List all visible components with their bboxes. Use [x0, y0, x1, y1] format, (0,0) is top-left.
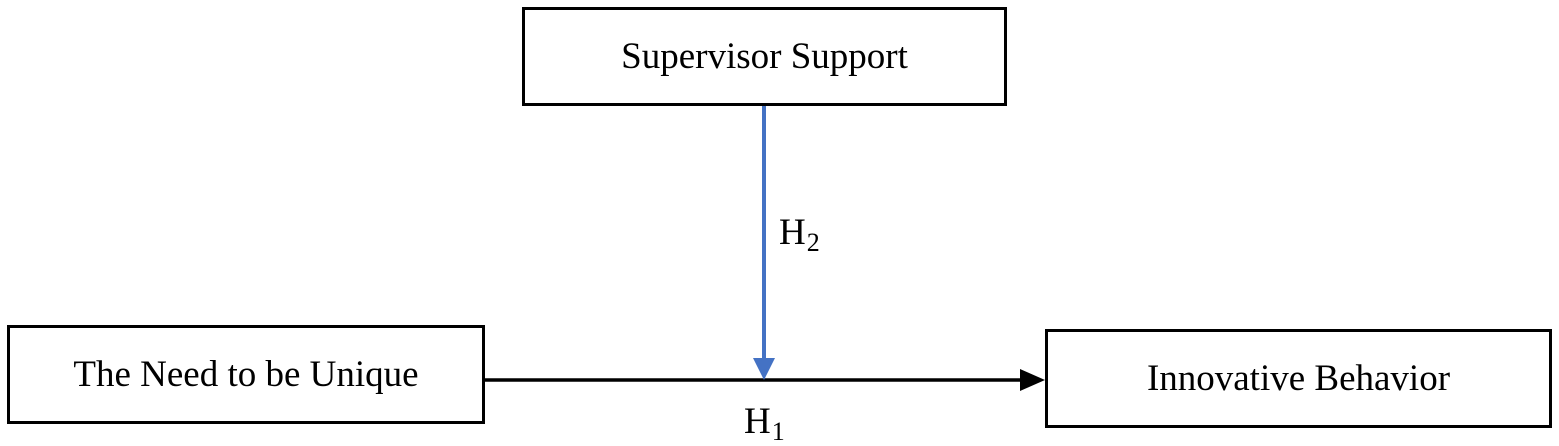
h2-arrowhead — [753, 358, 775, 380]
h1-subscript: 1 — [771, 417, 785, 446]
supervisor-support-box: Supervisor Support — [522, 7, 1007, 106]
supervisor-support-label: Supervisor Support — [621, 36, 908, 77]
h2-subscript: 2 — [806, 228, 820, 257]
need-to-be-unique-label: The Need to be Unique — [73, 354, 419, 395]
hypothesis-h2-label: H2 — [779, 212, 820, 256]
h1-arrowhead — [1020, 369, 1045, 391]
innovative-behavior-box: Innovative Behavior — [1045, 329, 1552, 428]
innovative-behavior-label: Innovative Behavior — [1146, 358, 1451, 399]
h2-letter: H — [779, 212, 806, 253]
need-to-be-unique-box: The Need to be Unique — [7, 325, 485, 424]
h1-letter: H — [744, 401, 771, 442]
hypothesis-h1-label: H1 — [744, 401, 785, 445]
